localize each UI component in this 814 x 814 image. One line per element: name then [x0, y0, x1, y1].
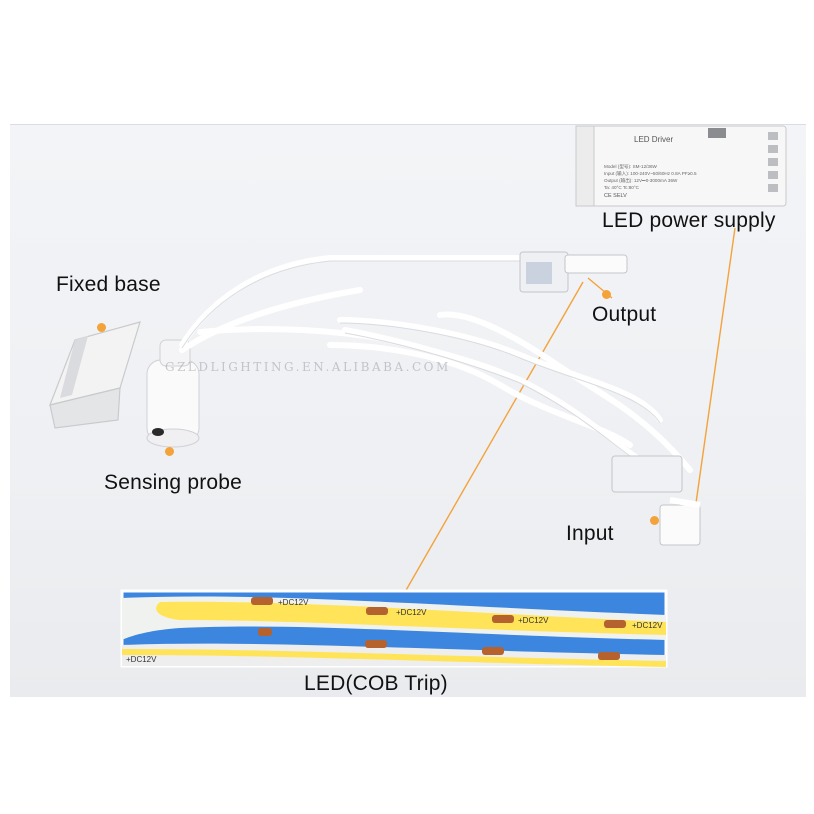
label-output: Output	[592, 303, 657, 326]
driver-line-1: Model (型号): SM-12/36W	[604, 163, 658, 170]
label-led-strip: LED(COB Trip)	[304, 672, 448, 695]
driver-title: LED Driver	[634, 135, 673, 144]
strip-mark-2: +DC12V	[396, 608, 427, 617]
cable-shading	[181, 260, 661, 464]
label-input: Input	[566, 522, 614, 545]
driver-line-2: Input (输入): 100-240V~50/60Hz 0.8A PF≥0.5	[604, 170, 697, 177]
dot-sensing-probe	[165, 447, 174, 456]
dot-fixed-base	[97, 323, 106, 332]
strip-mark-4: +DC12V	[632, 621, 663, 630]
driver-line-5: CE SELV	[604, 193, 627, 199]
driver-line-3: Output (输出): 12V⎓0-3000mA 36W	[604, 177, 678, 184]
cob-strip-inset: +DC12V +DC12V +DC12V +DC12V +DC12V	[120, 589, 668, 668]
output-connector	[519, 251, 628, 293]
label-fixed-base: Fixed base	[56, 273, 161, 296]
watermark-text: GZLDLIGHTING.EN.ALIBABA.COM	[165, 360, 451, 374]
cables	[179, 255, 693, 473]
sensing-probe-body	[146, 339, 200, 448]
strip-mark-3: +DC12V	[518, 616, 549, 625]
leader-power-to-input	[694, 227, 736, 511]
strip-mark-5: +DC12V	[126, 655, 157, 664]
fixed-base-clip	[49, 321, 141, 429]
led-driver-box: LED Driver Model (型号): SM-12/36W Input (…	[575, 125, 787, 207]
driver-line-4: Ta: 40°C Tc:80°C	[604, 185, 640, 190]
leader-output-to-strip	[404, 281, 584, 593]
dot-output	[602, 290, 611, 299]
label-sensing-probe: Sensing probe	[104, 471, 243, 494]
input-connector	[611, 455, 701, 546]
strip-mark-1: +DC12V	[278, 598, 309, 607]
dot-input	[650, 516, 659, 525]
label-led-power-supply: LED power supply	[602, 209, 776, 232]
